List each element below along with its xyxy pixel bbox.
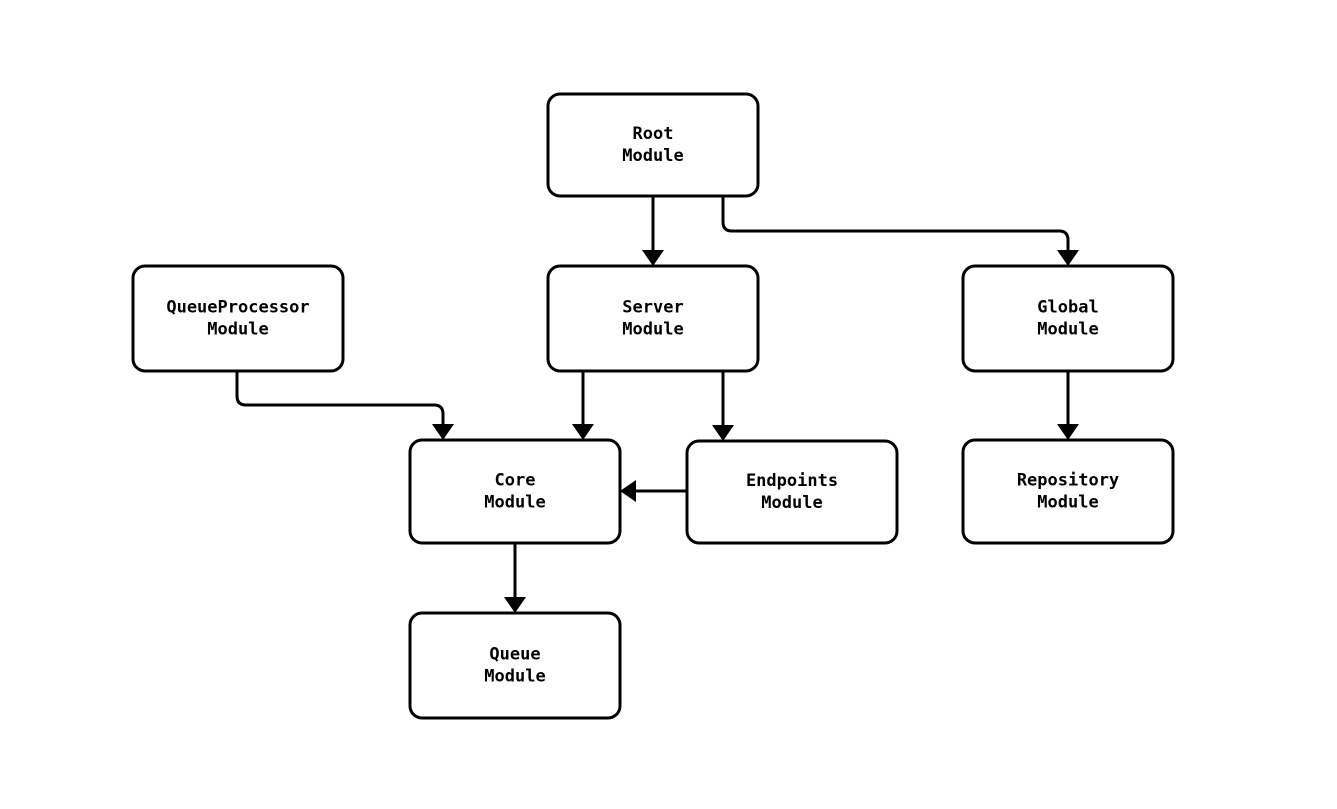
node-label-secondary: Module: [484, 667, 545, 687]
node-box[interactable]: [961, 438, 1175, 545]
node-label-primary: Endpoints: [746, 471, 838, 491]
arrowhead-icon: [504, 597, 526, 613]
edge-root-to-server: [642, 196, 664, 266]
edge-endpoints-to-core: [620, 480, 687, 502]
node-label-primary: Repository: [1017, 471, 1119, 491]
node-box[interactable]: [685, 439, 899, 545]
arrowhead-icon: [1057, 250, 1079, 266]
node-label-primary: Global: [1037, 298, 1098, 318]
node-box[interactable]: [131, 264, 345, 373]
arrowhead-icon: [620, 480, 636, 502]
node-box[interactable]: [961, 264, 1175, 373]
node-label-primary: QueueProcessor: [166, 298, 309, 318]
arrowhead-icon: [572, 424, 594, 440]
node-label-primary: Server: [622, 298, 683, 318]
edges-layer: [235, 196, 1079, 613]
arrowhead-icon: [712, 425, 734, 441]
node-label-secondary: Module: [1037, 320, 1098, 340]
edge-server-to-core: [572, 371, 594, 440]
node-label-secondary: Module: [761, 493, 822, 513]
edge-queueprocessor-to-core: [235, 371, 454, 440]
node-label-primary: Queue: [489, 645, 540, 665]
node-label-secondary: Module: [484, 493, 545, 513]
node-label-primary: Root: [633, 124, 674, 144]
node-label-secondary: Module: [622, 146, 683, 166]
node-box[interactable]: [408, 611, 622, 720]
node-label-secondary: Module: [1037, 493, 1098, 513]
node-box[interactable]: [546, 264, 760, 373]
nodes-layer: RootModuleQueueProcessorModuleServerModu…: [131, 92, 1175, 720]
arrowhead-icon: [432, 424, 454, 440]
node-label-secondary: Module: [207, 320, 268, 340]
arrowhead-icon: [1057, 424, 1079, 440]
edge-core-to-queue: [504, 543, 526, 613]
node-box[interactable]: [408, 438, 622, 545]
arrowhead-icon: [642, 250, 664, 266]
node-label-secondary: Module: [622, 320, 683, 340]
node-label-primary: Core: [495, 471, 536, 491]
edge-root-to-global: [721, 196, 1079, 266]
edge-server-to-endpoints: [712, 371, 734, 441]
node-box[interactable]: [546, 92, 760, 198]
edge-line: [235, 371, 445, 426]
edge-line: [721, 196, 1070, 252]
edge-global-to-repository: [1057, 371, 1079, 440]
